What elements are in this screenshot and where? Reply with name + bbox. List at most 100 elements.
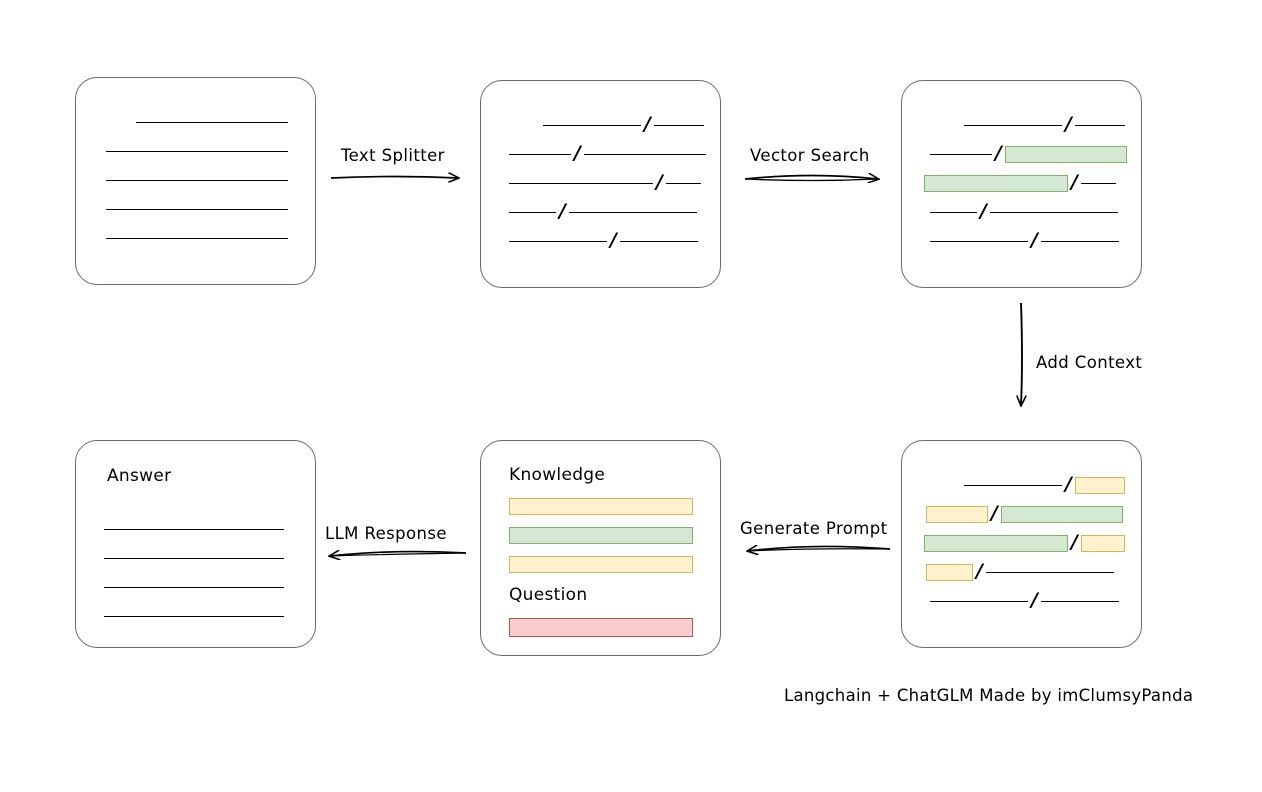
split-chunks-row: / bbox=[509, 170, 701, 193]
context-added-chunks-rows: / / / / / bbox=[902, 441, 1141, 647]
prompt-knowledge-bar-2 bbox=[509, 527, 693, 544]
split-chunks-rows: ///// bbox=[481, 81, 720, 287]
context-added-chunks-row: / bbox=[926, 501, 1123, 524]
segment-separator-icon: / bbox=[1031, 588, 1038, 611]
text-line bbox=[136, 121, 288, 123]
source-document-rows bbox=[76, 78, 315, 284]
text-line bbox=[653, 124, 704, 126]
prompt-question-bar-1 bbox=[509, 618, 693, 637]
chunk-chip-yellow bbox=[926, 563, 973, 581]
arrow-vector-search bbox=[744, 176, 878, 181]
vector-matched-chunks-row: / bbox=[924, 170, 1116, 193]
segment-separator-icon: / bbox=[610, 228, 617, 251]
prompt-heading-knowledge: Knowledge bbox=[509, 465, 606, 485]
text-line bbox=[1080, 182, 1116, 184]
node-answer[interactable]: Answer bbox=[75, 440, 316, 648]
vector-matched-chunks-rows: / / / / / bbox=[902, 81, 1141, 287]
text-line bbox=[985, 571, 1114, 573]
text-line bbox=[964, 484, 1062, 486]
arrow-generate-prompt bbox=[748, 546, 891, 551]
chunk-chip-yellow bbox=[1080, 534, 1125, 552]
text-line bbox=[930, 240, 1028, 242]
prompt-knowledge-bar-3 bbox=[509, 556, 693, 573]
split-chunks-row: / bbox=[509, 141, 706, 164]
answer-row bbox=[104, 577, 284, 597]
text-line bbox=[104, 528, 284, 530]
text-line bbox=[106, 179, 288, 181]
node-context-added-chunks[interactable]: / / / / / bbox=[901, 440, 1142, 648]
text-line bbox=[619, 240, 698, 242]
chunk-chip-yellow bbox=[1074, 476, 1125, 494]
context-added-chunks-row: / bbox=[924, 530, 1125, 553]
node-vector-matched-chunks[interactable]: / / / / / bbox=[901, 80, 1142, 288]
text-line bbox=[568, 211, 697, 213]
source-document-row bbox=[106, 170, 288, 190]
chunk-chip-green bbox=[924, 174, 1068, 192]
text-line bbox=[583, 153, 706, 155]
text-line bbox=[104, 586, 284, 588]
source-document-row bbox=[106, 199, 288, 219]
edge-label-vector-search: Vector Search bbox=[750, 146, 870, 165]
text-line bbox=[106, 208, 288, 210]
segment-separator-icon: / bbox=[656, 170, 663, 193]
prompt-knowledge-bar-1 bbox=[509, 498, 693, 515]
text-line bbox=[509, 182, 653, 184]
chunk-chip-green bbox=[1004, 145, 1127, 163]
vector-matched-chunks-row: / bbox=[964, 112, 1125, 135]
footer-credit: Langchain + ChatGLM Made by imClumsyPand… bbox=[784, 686, 1194, 705]
answer-row bbox=[104, 519, 284, 539]
node-split-chunks[interactable]: ///// bbox=[480, 80, 721, 288]
segment-separator-icon: / bbox=[991, 501, 998, 524]
split-chunks-row: / bbox=[509, 228, 698, 251]
context-added-chunks-row: / bbox=[926, 559, 1114, 582]
segment-separator-icon: / bbox=[574, 141, 581, 164]
text-line bbox=[930, 153, 992, 155]
segment-separator-icon: / bbox=[976, 559, 983, 582]
text-line bbox=[930, 600, 1028, 602]
text-line bbox=[930, 211, 977, 213]
text-line bbox=[509, 240, 607, 242]
prompt-heading-question: Question bbox=[509, 585, 588, 605]
edge-label-generate-prompt: Generate Prompt bbox=[740, 519, 888, 538]
chunk-chip-green bbox=[924, 534, 1068, 552]
answer-row bbox=[104, 548, 284, 568]
node-source-document[interactable] bbox=[75, 77, 316, 285]
segment-separator-icon: / bbox=[1031, 228, 1038, 251]
vector-matched-chunks-row: / bbox=[930, 228, 1119, 251]
source-document-row bbox=[136, 112, 288, 132]
text-line bbox=[106, 237, 288, 239]
answer-row bbox=[104, 606, 284, 626]
chunk-chip-yellow bbox=[926, 505, 988, 523]
arrow-add-context bbox=[1021, 302, 1022, 405]
text-line bbox=[989, 211, 1118, 213]
node-prompt[interactable]: Knowledge Question bbox=[480, 440, 721, 656]
text-line bbox=[543, 124, 641, 126]
text-line bbox=[665, 182, 701, 184]
edge-label-llm-response: LLM Response bbox=[325, 524, 447, 543]
context-added-chunks-row: / bbox=[930, 588, 1119, 611]
text-line bbox=[1040, 600, 1119, 602]
vector-matched-chunks-row: / bbox=[930, 143, 1127, 164]
text-line bbox=[964, 124, 1062, 126]
segment-separator-icon: / bbox=[1071, 170, 1078, 193]
segment-separator-icon: / bbox=[1071, 530, 1078, 553]
text-line bbox=[106, 150, 288, 152]
source-document-row bbox=[106, 141, 288, 161]
chunk-chip-green bbox=[1000, 505, 1123, 523]
source-document-row bbox=[106, 228, 288, 248]
answer-heading: Answer bbox=[107, 466, 172, 486]
edge-label-text-splitter: Text Splitter bbox=[341, 146, 445, 165]
answer-rows bbox=[76, 441, 315, 647]
context-added-chunks-row: / bbox=[964, 472, 1125, 495]
edge-label-add-context: Add Context bbox=[1036, 353, 1143, 372]
vector-matched-chunks-row: / bbox=[930, 199, 1118, 222]
segment-separator-icon: / bbox=[980, 199, 987, 222]
text-line bbox=[509, 211, 556, 213]
segment-separator-icon: / bbox=[1065, 472, 1072, 495]
arrow-llm-response bbox=[330, 552, 467, 556]
segment-separator-icon: / bbox=[1065, 112, 1072, 135]
arrow-text-splitter bbox=[330, 177, 458, 179]
segment-separator-icon: / bbox=[559, 199, 566, 222]
text-line bbox=[509, 153, 571, 155]
